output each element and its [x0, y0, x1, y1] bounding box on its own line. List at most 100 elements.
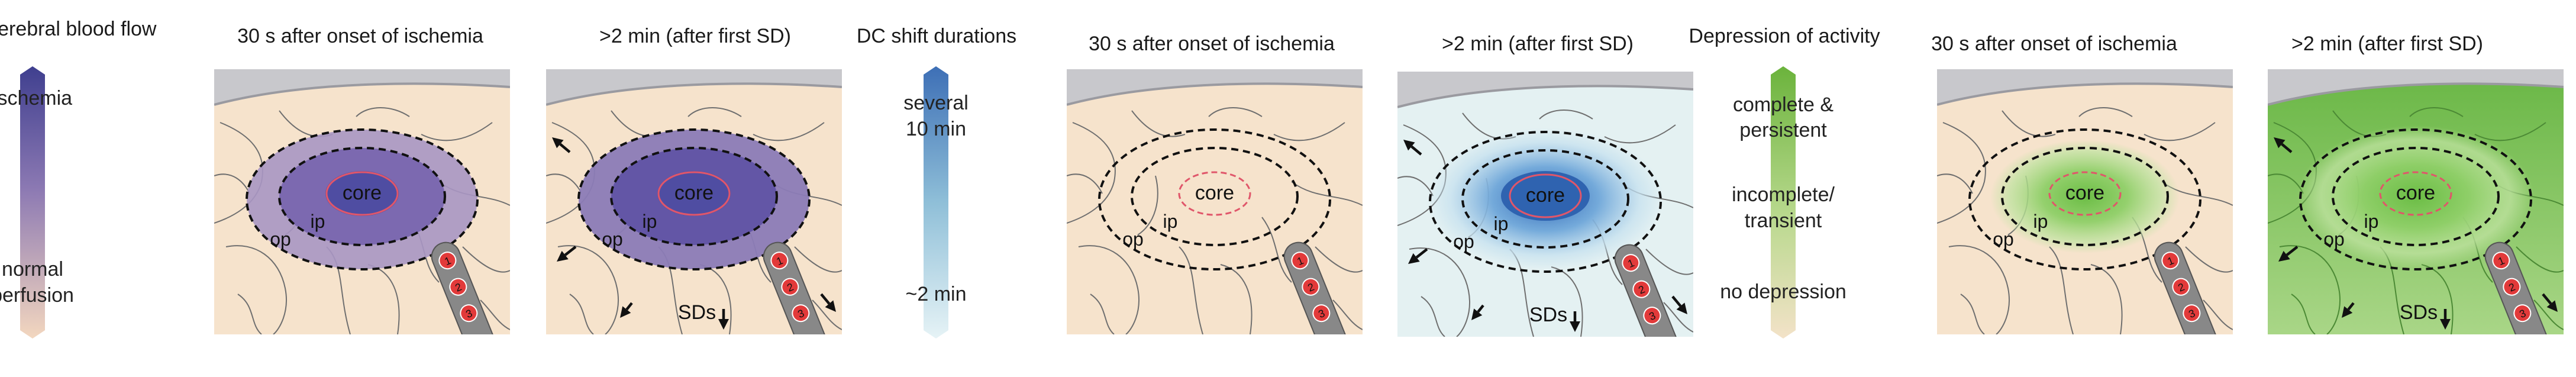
sd-arrow [1671, 295, 1687, 314]
electrode-contact [1291, 252, 1309, 270]
electrode-contact [1632, 280, 1651, 298]
panel-1-title: 30 s after onset of ischemia [237, 25, 483, 47]
depression-incomplete-label: incomplete/ [1732, 183, 1835, 206]
core-label: core [674, 182, 714, 204]
dc-10min-label: 10 min [905, 118, 967, 140]
sd-arrow [2440, 309, 2451, 330]
dc-legend-title: DC shift durations [856, 25, 1017, 47]
depression-legend-title: Depression of activity [1689, 25, 1880, 47]
core-label: core [2065, 182, 2104, 204]
sd-arrow [2278, 246, 2299, 262]
electrode-contact [1312, 304, 1331, 323]
electrode-body [1614, 244, 1678, 337]
panel-3-title: 30 s after onset of ischemia [1089, 33, 1335, 55]
panel-2-title: >2 min (after first SD) [599, 25, 792, 47]
ip-label: ip [2033, 211, 2048, 232]
inner-penumbra-border [2001, 147, 2169, 246]
sds-label: SDs [1529, 304, 1567, 326]
electrode-contact [2503, 278, 2521, 296]
op-label: op [1453, 231, 1474, 252]
outer-penumbra-border [246, 128, 479, 270]
inner-penumbra-border [1131, 147, 1299, 246]
depression-complete-label: complete & [1732, 94, 1834, 116]
skull [214, 69, 510, 105]
electrode-contact [2513, 304, 2532, 323]
sd-arrow [2542, 293, 2558, 312]
skull [2268, 69, 2564, 105]
sd-arrow [2342, 302, 2355, 318]
electrode-contact [770, 252, 789, 270]
sd-arrow [718, 309, 729, 330]
ip-label: ip [1163, 211, 1178, 232]
sd-arrow [1570, 311, 1580, 332]
depression-none-label: no depression [1720, 281, 1847, 303]
electrode-body [431, 241, 495, 334]
sd-arrow [1403, 140, 1422, 156]
electrode-contact [792, 304, 810, 323]
op-label: op [2323, 228, 2345, 250]
depression-transient-label: transient [1744, 210, 1822, 232]
electrode-contact [2492, 252, 2510, 270]
core-label: core [1526, 184, 1565, 207]
core-label: core [2396, 182, 2435, 204]
cbf-normal-label: normal [2, 258, 63, 281]
skull-edge [1937, 82, 2233, 106]
outer-penumbra-border [1968, 128, 2201, 270]
inner-penumbra-border [1461, 149, 1629, 249]
skull-edge [214, 82, 510, 106]
electrode-contact [460, 304, 478, 323]
core-border [657, 171, 731, 216]
electrode-contact [781, 278, 799, 296]
sulci [1067, 107, 1363, 334]
sd-arrow [620, 302, 633, 318]
ip-label: ip [1494, 213, 1509, 234]
electrode-contact [1302, 278, 1320, 296]
sd-arrow [552, 137, 571, 153]
skull [546, 69, 842, 105]
electrode-contact [2183, 304, 2201, 323]
outer-penumbra-border [1429, 131, 1662, 273]
sds-label: SDs [678, 301, 716, 324]
core-border [2048, 171, 2122, 216]
sd-arrow [2274, 137, 2293, 153]
core-border [325, 171, 399, 216]
dc-2min-label: ~2 min [905, 283, 967, 305]
outer-penumbra-border [2299, 128, 2532, 270]
electrode-strip: 123 [431, 241, 495, 334]
panel-6-title: >2 min (after first SD) [2291, 33, 2484, 55]
skull [1067, 69, 1363, 105]
electrode-body [1283, 241, 1347, 334]
panel-4-title: >2 min (after first SD) [1441, 33, 1634, 55]
op-label: op [1993, 228, 2014, 250]
cbf-color-scale [20, 66, 45, 339]
electrode-strip: 123 [2484, 241, 2548, 334]
ip-label: ip [2364, 211, 2379, 232]
core-label: core [343, 182, 382, 204]
electrode-body [2484, 241, 2548, 334]
core-border [1509, 173, 1582, 218]
core-fill [1501, 171, 1590, 221]
inner-penumbra-border [610, 147, 778, 246]
electrode-strip: 123 [2154, 241, 2217, 334]
electrode-contact [1622, 254, 1640, 272]
activity-glow [2297, 125, 2534, 268]
depression-persistent-label: persistent [1739, 119, 1827, 141]
sulci [546, 107, 842, 334]
electrode-contact [2161, 252, 2180, 270]
electrode-contact [2172, 278, 2190, 296]
outer-penumbra-border [577, 128, 811, 270]
electrode-body [2154, 241, 2217, 334]
inner-penumbra-border [2332, 147, 2500, 246]
op-label: op [1122, 228, 1144, 250]
ip-label: ip [311, 211, 325, 232]
cbf-ischemia-label: ischemia [0, 87, 73, 109]
